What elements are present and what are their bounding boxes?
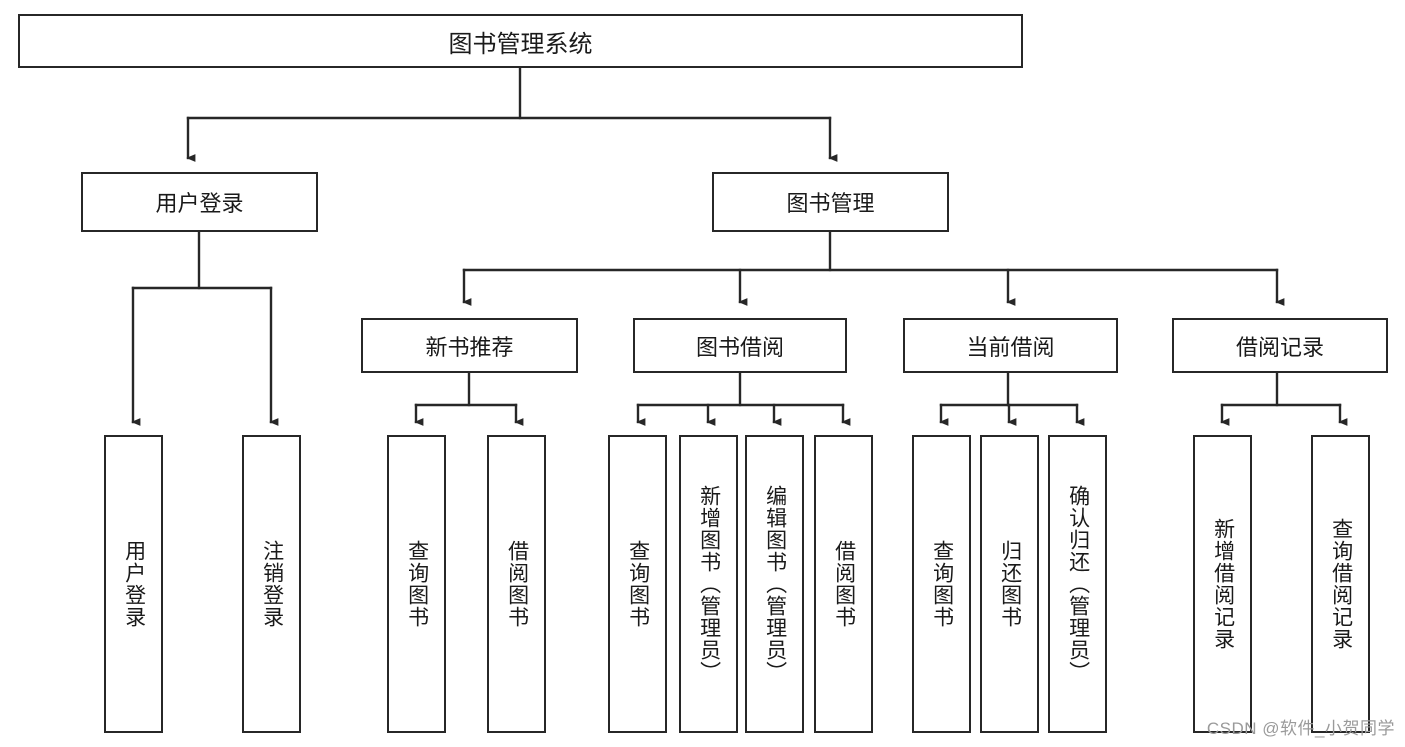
- leaf-add-book-admin[interactable]: 新增图书（管理员）: [679, 435, 738, 733]
- node-label: 借阅记录: [1235, 334, 1324, 360]
- node-new-book-recommendation[interactable]: 新书推荐: [361, 318, 578, 373]
- leaf-label: 借阅图书: [832, 540, 856, 628]
- leaf-query-book-current[interactable]: 查询图书: [912, 435, 971, 733]
- node-label: 图书管理: [786, 191, 875, 216]
- leaf-label: 新增图书（管理员）: [697, 485, 721, 683]
- leaf-user-login[interactable]: 用户登录: [104, 435, 163, 733]
- node-book-management[interactable]: 图书管理: [712, 172, 949, 232]
- node-user-login[interactable]: 用户登录: [81, 172, 318, 232]
- leaf-label: 用户登录: [122, 540, 146, 628]
- node-label: 图书管理系统: [448, 30, 593, 58]
- leaf-confirm-return-admin[interactable]: 确认归还（管理员）: [1048, 435, 1107, 733]
- leaf-label: 查询图书: [405, 540, 429, 628]
- leaf-label: 归还图书: [998, 540, 1022, 628]
- node-root-book-management-system[interactable]: 图书管理系统: [18, 14, 1023, 68]
- leaf-logout[interactable]: 注销登录: [242, 435, 301, 733]
- node-current-borrowing[interactable]: 当前借阅: [903, 318, 1118, 373]
- leaf-label: 查询借阅记录: [1329, 518, 1353, 650]
- leaf-edit-book-admin[interactable]: 编辑图书（管理员）: [745, 435, 804, 733]
- leaf-label: 借阅图书: [505, 540, 529, 628]
- leaf-label: 确认归还（管理员）: [1066, 485, 1090, 683]
- leaf-return-book[interactable]: 归还图书: [980, 435, 1039, 733]
- leaf-borrow-book-recommend[interactable]: 借阅图书: [487, 435, 546, 733]
- leaf-query-borrow-record[interactable]: 查询借阅记录: [1311, 435, 1370, 733]
- leaf-label: 编辑图书（管理员）: [763, 485, 787, 683]
- node-label: 图书借阅: [695, 334, 784, 360]
- node-label: 新书推荐: [425, 334, 514, 360]
- node-label: 当前借阅: [966, 334, 1055, 360]
- node-label: 用户登录: [155, 191, 244, 216]
- leaf-label: 查询图书: [930, 540, 954, 628]
- leaf-label: 注销登录: [260, 540, 284, 628]
- node-book-borrowing[interactable]: 图书借阅: [633, 318, 847, 373]
- leaf-query-book-borrowing[interactable]: 查询图书: [608, 435, 667, 733]
- leaf-label: 新增借阅记录: [1211, 518, 1235, 650]
- leaf-add-borrow-record[interactable]: 新增借阅记录: [1193, 435, 1252, 733]
- node-borrow-records[interactable]: 借阅记录: [1172, 318, 1388, 373]
- leaf-label: 查询图书: [626, 540, 650, 628]
- leaf-borrow-book-borrowing[interactable]: 借阅图书: [814, 435, 873, 733]
- leaf-query-book-recommend[interactable]: 查询图书: [387, 435, 446, 733]
